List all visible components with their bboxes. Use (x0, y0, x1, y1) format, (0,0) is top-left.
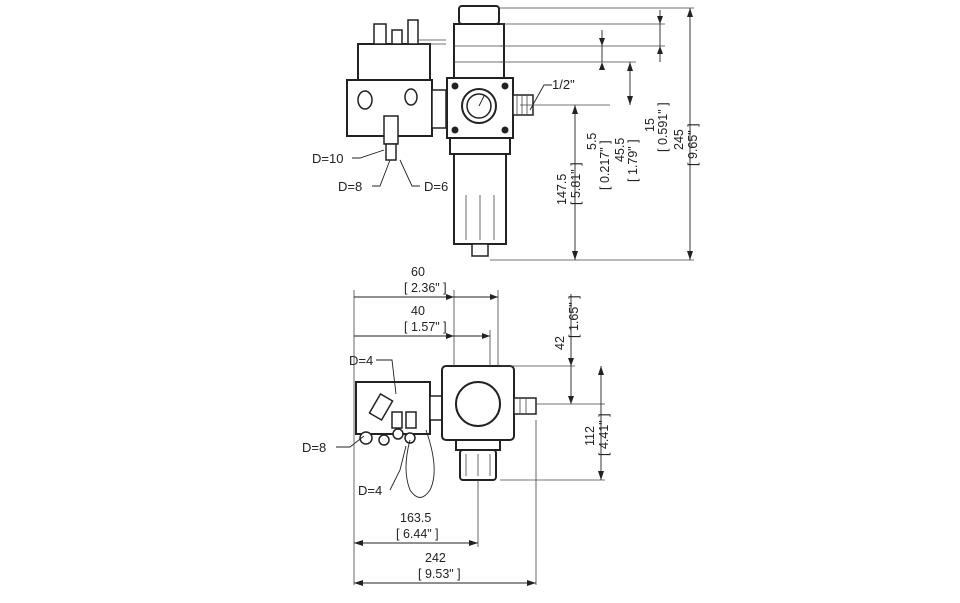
dim-245-inch: [ 9.65" ] (686, 123, 700, 166)
dim-42-mm: 42 (553, 336, 567, 350)
dim-5-inch: [ 0.217" ] (598, 140, 612, 190)
dim-42-inch: [ 1.65" ] (567, 295, 581, 338)
dim-112: 112 [ 4.41" ] (583, 366, 611, 480)
plan-view: D=4 D=8 D=4 60 [ 2.36" ] 40 [ 1.57" ] (302, 265, 611, 586)
dim-45: 45.5 [ 1.79" ] (613, 62, 640, 182)
label-d8: D=8 (338, 179, 362, 194)
dim-45-inch: [ 1.79" ] (626, 139, 640, 182)
plan-regulator (441, 365, 537, 481)
leader-plan-d4b (389, 445, 407, 491)
dim-40-mm: 40 (411, 304, 425, 318)
dim-147-inch: [ 5.81" ] (569, 162, 583, 205)
dim-163-mm: 163.5 (400, 511, 431, 525)
dim-60: 60 [ 2.36" ] (354, 265, 498, 300)
dim-45-mm: 45.5 (613, 138, 627, 162)
dim-163: 163.5 [ 6.44" ] (354, 511, 478, 546)
label-plan-d4a: D=4 (349, 353, 373, 368)
dim-245: 245 [ 9.65" ] (672, 8, 700, 260)
dim-60-inch: [ 2.36" ] (404, 281, 447, 295)
dim-15-mm: 15 (643, 118, 657, 132)
front-view: D=10 D=8 D=6 1/2" 147.5 [ 5.81" ] 5.5 [ … (312, 5, 700, 261)
dim-242-inch: [ 9.53" ] (418, 567, 461, 581)
label-plan-d8: D=8 (302, 440, 326, 455)
dim-15: 15 [ 0.591" ] (643, 10, 670, 152)
label-d10: D=10 (312, 151, 343, 166)
leader-plan-d4a (376, 359, 397, 395)
dim-42: 42 [ 1.65" ] (553, 294, 581, 404)
dim-5: 5.5 [ 0.217" ] (585, 30, 612, 190)
dim-147-mm: 147.5 (555, 174, 569, 205)
dim-40-inch: [ 1.57" ] (404, 320, 447, 334)
leader-plan-d8 (336, 435, 365, 448)
dim-112-inch: [ 4.41" ] (597, 413, 611, 456)
plan-manifold (355, 381, 443, 498)
label-plan-d4b: D=4 (358, 483, 382, 498)
dim-242: 242 [ 9.53" ] (354, 551, 536, 586)
filter-regulator (446, 5, 534, 257)
leader-d8 (372, 159, 391, 187)
dim-245-mm: 245 (672, 129, 686, 150)
dim-112-mm: 112 (583, 426, 597, 446)
dim-242-mm: 242 (425, 551, 446, 565)
connector-nipple (431, 89, 447, 129)
label-d6: D=6 (424, 179, 448, 194)
leader-d10 (352, 149, 385, 159)
label-port: 1/2" (552, 77, 575, 92)
dim-5-mm: 5.5 (585, 133, 599, 150)
leader-d6 (399, 159, 420, 187)
dim-60-mm: 60 (411, 265, 425, 279)
leader-port (529, 84, 552, 111)
dim-147: 147.5 [ 5.81" ] (555, 105, 583, 260)
dim-163-inch: [ 6.44" ] (396, 527, 439, 541)
dim-15-inch: [ 0.591" ] (656, 102, 670, 152)
valve-manifold (346, 19, 446, 161)
dim-40: 40 [ 1.57" ] (354, 304, 490, 339)
